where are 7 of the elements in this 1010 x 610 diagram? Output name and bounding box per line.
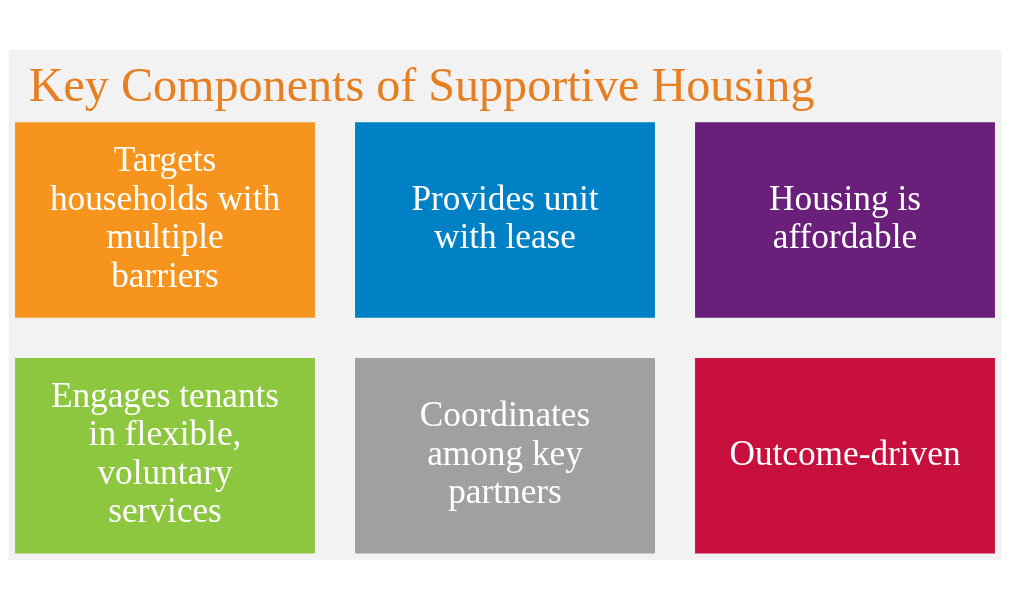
node-box: Outcome-driven: [695, 357, 995, 554]
node-box: Coordinates among key partners: [355, 357, 655, 554]
node-box: Provides unit with lease: [355, 122, 655, 318]
diagram-title: Key Components of Supportive Housing: [28, 58, 815, 112]
node-box: Targets households with multiple barriers: [15, 122, 315, 318]
node-box: Engages tenants in flexible, voluntary services: [15, 357, 315, 554]
node-box: Housing is affordable: [695, 122, 995, 318]
